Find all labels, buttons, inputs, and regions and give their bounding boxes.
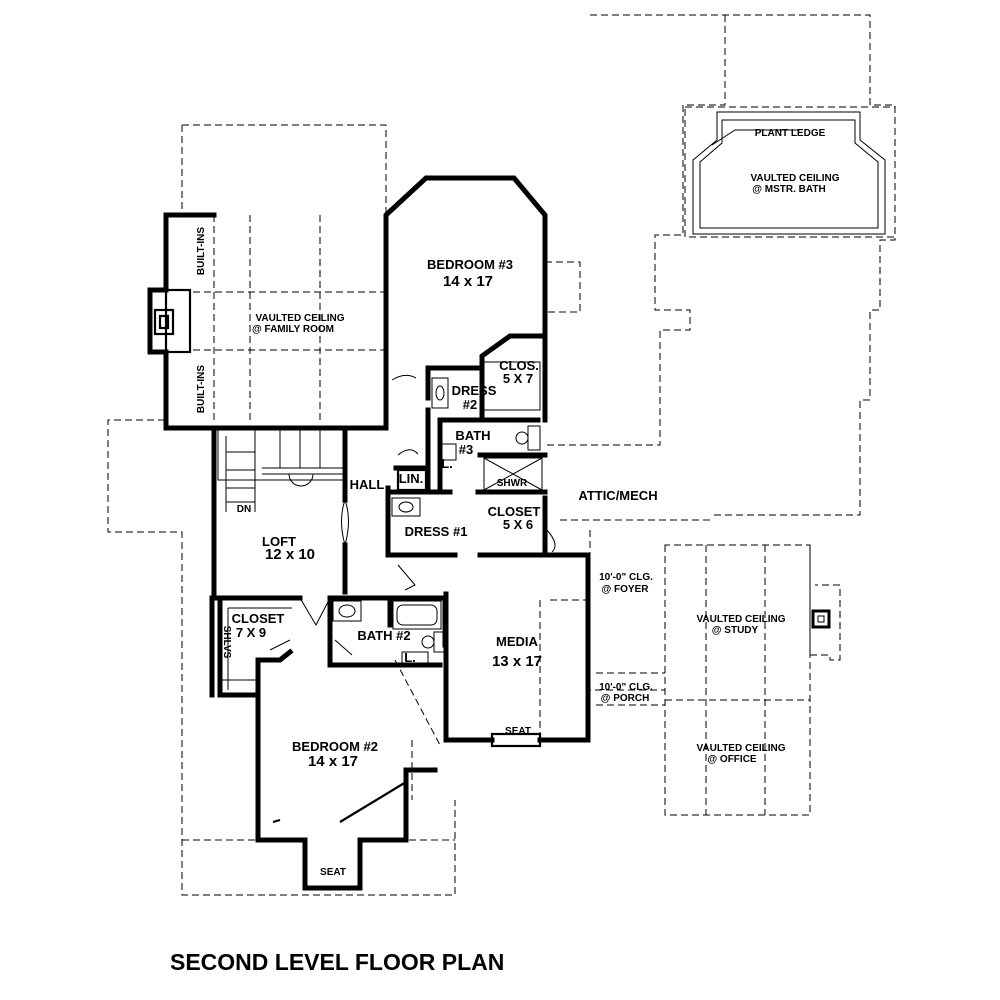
fixtures [220, 361, 556, 690]
bedroom2-name: BEDROOM #2 [292, 739, 378, 754]
bedroom3-name: BEDROOM #3 [427, 257, 513, 272]
mstr-bath-ceiling-outline [684, 106, 896, 238]
closet-loft-size: 7 X 9 [236, 625, 266, 640]
bath2-name: BATH #2 [357, 628, 410, 643]
vc-bath-line1: VAULTED CEILING [750, 173, 839, 184]
dress2-name: DRESS [452, 383, 497, 398]
dress2-number: #2 [463, 397, 477, 412]
plant-ledge-label: PLANT LEDGE [755, 128, 826, 139]
shwr-label: SHWR [497, 478, 528, 489]
seat-bed2-label: SEAT [320, 867, 346, 878]
stair [217, 429, 344, 512]
attic-label: ATTIC/MECH [578, 488, 657, 503]
study-fireplace [811, 609, 831, 629]
closet-hall-size: 5 X 6 [503, 517, 533, 532]
bedroom2-size: 14 x 17 [308, 753, 358, 770]
vc-study-line2: @ STUDY [712, 625, 759, 636]
vc-bath-line2: @ MSTR. BATH [752, 184, 825, 195]
builtins-top-label: BUILT-INS [196, 227, 207, 275]
shlvs-label: SHLVS [221, 626, 232, 659]
exterior-walls [147, 175, 591, 891]
loft-size: 12 x 10 [265, 546, 315, 563]
dn-label: DN [237, 504, 251, 515]
bath3-number: #3 [459, 442, 473, 457]
clg-porch-line1: 10'-0" CLG. [599, 682, 653, 693]
media-size: 13 x 17 [492, 653, 542, 670]
clg-foyer-line2: @ FOYER [602, 584, 650, 595]
bath3-name: BATH [455, 428, 490, 443]
dress1-name: DRESS #1 [405, 524, 468, 539]
closet-b3-size: 5 X 7 [503, 371, 533, 386]
closet-loft-name: CLOSET [232, 611, 285, 626]
l-bath2-label: L. [404, 650, 416, 665]
media-name: MEDIA [496, 634, 539, 649]
bedroom3-size: 14 x 17 [443, 273, 493, 290]
lin-label: LIN. [399, 471, 424, 486]
room-labels: BEDROOM #3 14 x 17 CLOS. 5 X 7 DRESS #2 … [196, 128, 840, 878]
l-bath3-label: L. [441, 456, 453, 471]
closet-b3-name: CLOS. [499, 358, 539, 373]
builtins-bottom-label: BUILT-INS [196, 365, 207, 413]
vc-office-line2: @ OFFICE [707, 754, 757, 765]
plan-title: SECOND LEVEL FLOOR PLAN [170, 949, 504, 975]
clg-porch-line2: @ PORCH [601, 693, 650, 704]
clg-foyer-line1: 10'-0" CLG. [599, 572, 653, 583]
vc-study-line1: VAULTED CEILING [696, 614, 785, 625]
closet-hall-name: CLOSET [488, 504, 541, 519]
vc-family-line1: VAULTED CEILING [255, 313, 344, 324]
vc-family-line2: @ FAMILY ROOM [252, 324, 334, 335]
seat-media-label: SEAT [505, 726, 531, 737]
loft-name: LOFT [262, 534, 296, 549]
hall-label: HALL [350, 477, 385, 492]
vc-office-line1: VAULTED CEILING [696, 743, 785, 754]
